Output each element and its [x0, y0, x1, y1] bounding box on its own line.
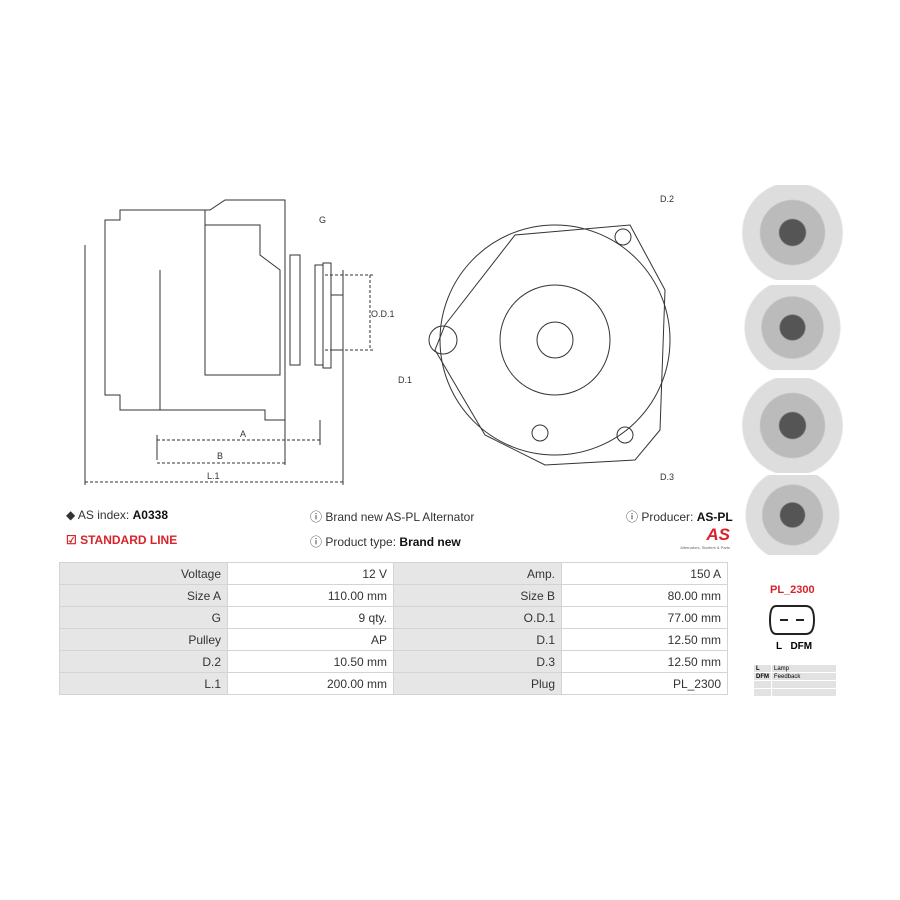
spec-label: G [59, 606, 228, 629]
product-photo-side[interactable] [740, 285, 845, 370]
product-photo-front[interactable] [740, 185, 845, 280]
label-d3: D.3 [660, 472, 674, 482]
label-d1: D.1 [398, 375, 412, 385]
producer: ⓘ Producer: AS-PL [626, 510, 733, 524]
label-od1: O.D.1 [371, 309, 395, 319]
as-index: ◆ AS index: A0338 [66, 508, 168, 522]
product-type: ⓘ Product type: Brand new [310, 535, 461, 549]
description: ⓘ Brand new AS-PL Alternator [310, 510, 475, 524]
front-view-drawing: D.2 D.1 D.3 [398, 194, 674, 482]
spec-label: Plug [393, 672, 562, 695]
label-a: A [240, 429, 246, 439]
spec-label: D.3 [393, 650, 562, 673]
spec-value: 77.00 mm [561, 606, 728, 629]
label-g: G [319, 215, 326, 225]
tag-icon: ◆ [66, 508, 76, 522]
product-photo-angle[interactable] [740, 475, 845, 555]
spec-label: L.1 [59, 672, 228, 695]
side-view-drawing: G O.D.1 A B L.1 [84, 199, 395, 485]
info-icon: ⓘ [310, 535, 323, 549]
spec-value: 110.00 mm [227, 584, 394, 607]
spec-label: Pulley [59, 628, 228, 651]
spec-label: D.2 [59, 650, 228, 673]
spec-value: 150 A [561, 562, 728, 585]
spec-label: O.D.1 [393, 606, 562, 629]
spec-label: Size A [59, 584, 228, 607]
checkbox-icon: ☑ [66, 533, 77, 547]
spec-value: 12 V [227, 562, 394, 585]
label-b: B [217, 451, 223, 461]
info-icon: ⓘ [626, 510, 639, 524]
spec-value: 12.50 mm [561, 628, 728, 651]
spec-value: 80.00 mm [561, 584, 728, 607]
product-photo-rear[interactable] [740, 378, 845, 473]
spec-label: Voltage [59, 562, 228, 585]
label-l1: L.1 [207, 471, 220, 481]
spec-value: PL_2300 [561, 672, 728, 695]
spec-label: Amp. [393, 562, 562, 585]
label-d2: D.2 [660, 194, 674, 204]
spec-value: 10.50 mm [227, 650, 394, 673]
standard-line: ☑ STANDARD LINE [66, 533, 178, 547]
plug-connector-icon [768, 605, 816, 635]
spec-value: 200.00 mm [227, 672, 394, 695]
spec-value: 9 qty. [227, 606, 394, 629]
spec-label: D.1 [393, 628, 562, 651]
spec-label: Size B [393, 584, 562, 607]
spec-value: AP [227, 628, 394, 651]
plug-name: PL_2300 [770, 584, 815, 596]
info-icon: ⓘ [310, 510, 323, 524]
plug-pin-labels: L DFM [776, 641, 813, 652]
as-logo: AS Alternators, Starters & Parts [680, 525, 730, 550]
spec-value: 12.50 mm [561, 650, 728, 673]
